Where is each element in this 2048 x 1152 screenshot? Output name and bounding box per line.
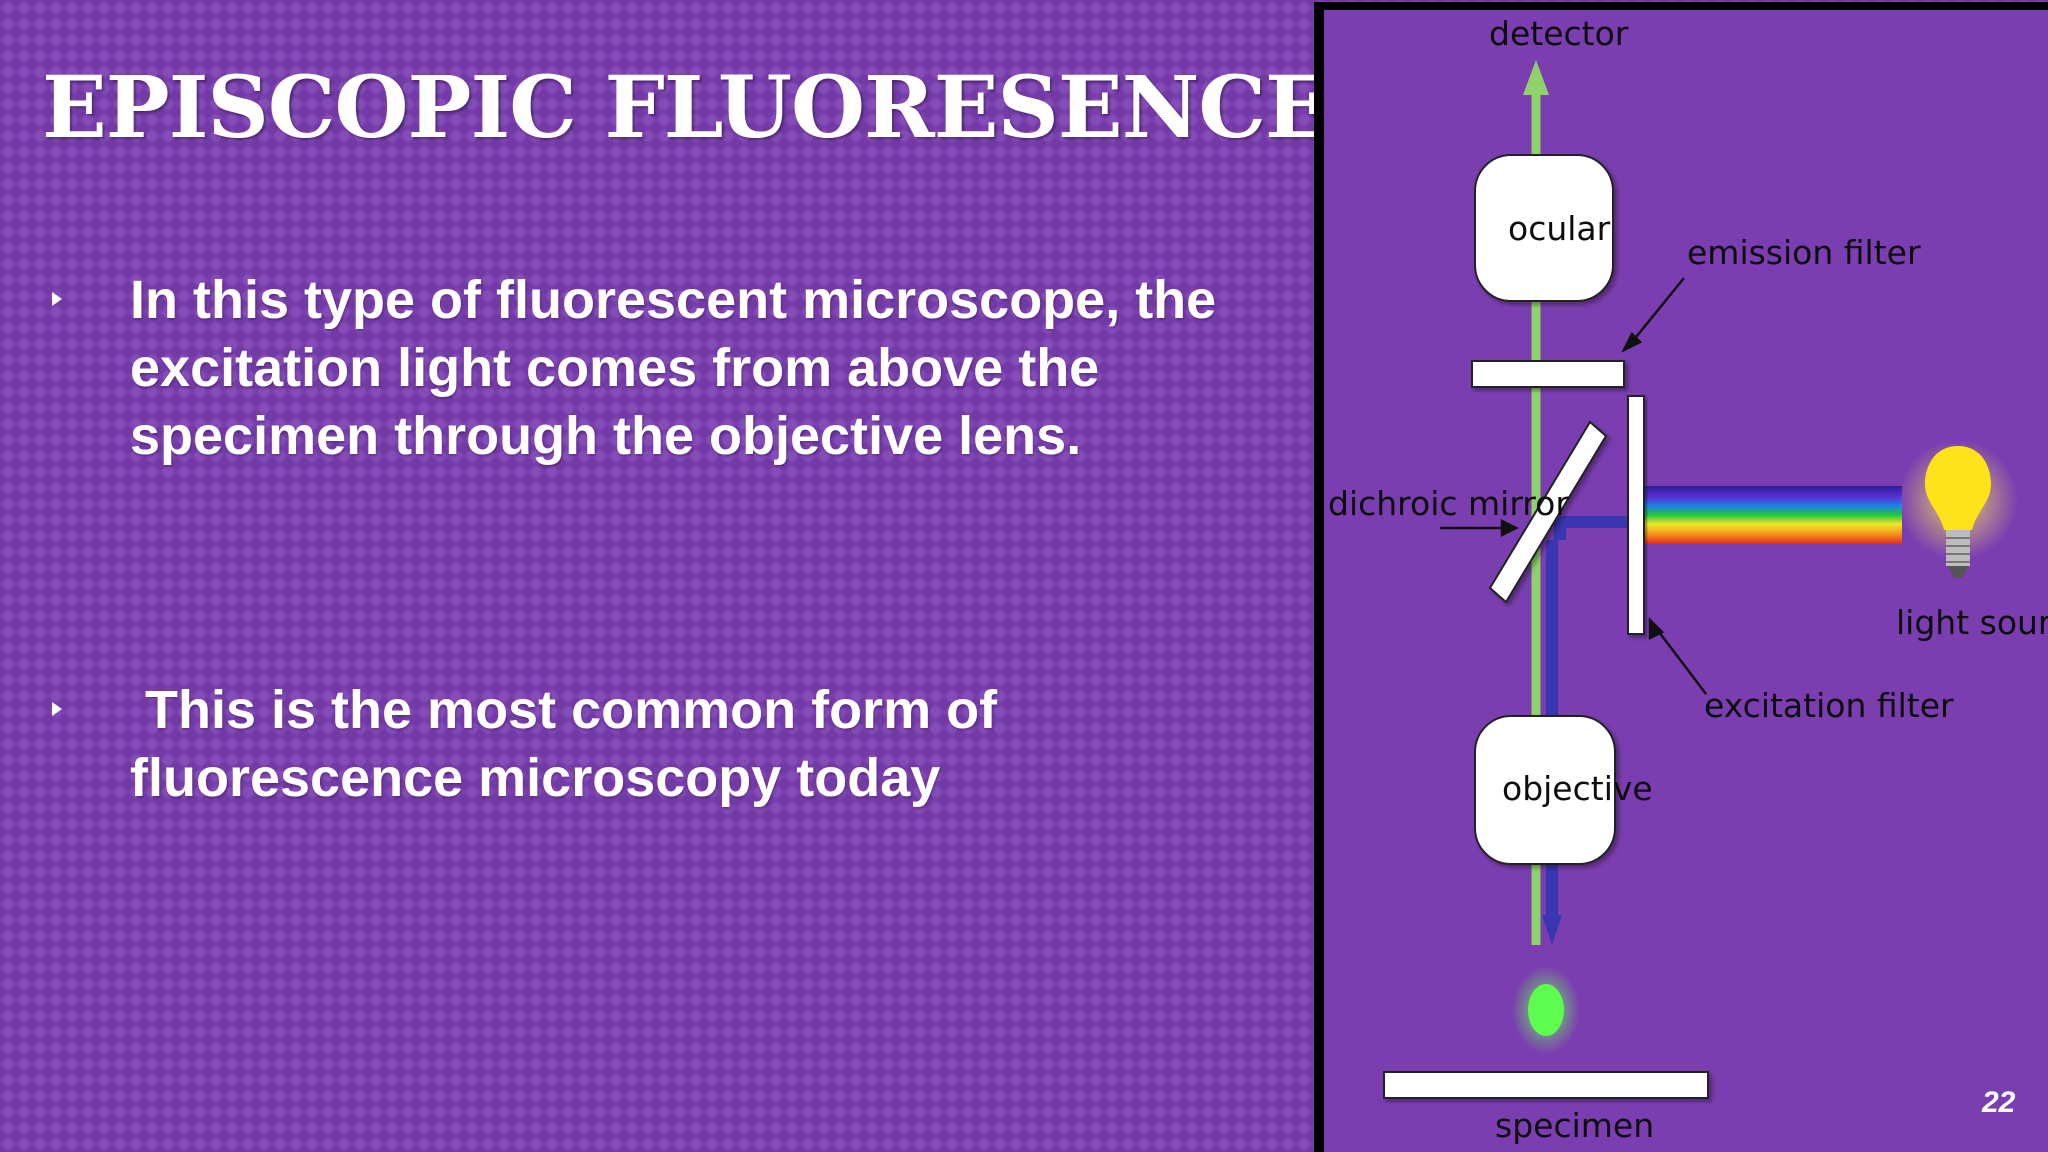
specimen-glow <box>1512 966 1580 1054</box>
light-source-label: light source <box>1896 603 2048 642</box>
bullet-1-line-1: In this type of fluorescent microscope, … <box>130 270 1217 330</box>
bullet-1-line-2: excitation light comes from above the <box>130 338 1100 398</box>
ocular-label: ocular <box>1508 209 1611 248</box>
emission-filter-label: emission filter <box>1687 233 1921 272</box>
bullet-2-line-1: This is the most common form of <box>130 680 998 740</box>
pointer-arrows <box>1440 277 1707 695</box>
specimen-slide <box>1383 1071 1709 1099</box>
ocular-lens-box <box>1474 154 1614 302</box>
excitation-light-beam <box>1640 486 1902 544</box>
dichroic-mirror-label: dichroic mirror <box>1328 484 1569 523</box>
bullet-text-2: This is the most common form of fluoresc… <box>130 676 997 812</box>
bullet-2-line-2: fluorescence microscopy today <box>130 748 941 808</box>
dichroic-mirror <box>1488 420 1608 604</box>
objective-lens-box <box>1474 715 1616 865</box>
excitation-filter-bar <box>1627 395 1645 635</box>
page-number: 22 <box>1982 1086 2016 1119</box>
emission-filter-bar <box>1471 360 1625 388</box>
light-bulb-icon <box>1898 440 2018 578</box>
bullet-1-line-3: specimen through the objective lens. <box>130 406 1082 466</box>
microscope-diagram: detector ocular emission filter dichroic… <box>1314 2 2048 1152</box>
objective-label: objective <box>1502 769 1653 808</box>
bullet-arrow-icon <box>52 292 62 306</box>
slide-title: EPISCOPIC FLUORESENCE <box>42 58 1330 158</box>
bullet-text-1: In this type of fluorescent microscope, … <box>130 266 1216 470</box>
excitation-filter-label: excitation filter <box>1704 686 1954 725</box>
bullet-arrow-icon <box>52 702 62 716</box>
specimen-label: specimen <box>1495 1106 1654 1145</box>
microscope-diagram-svg: detector ocular emission filter dichroic… <box>1328 14 2048 1145</box>
detector-label: detector <box>1489 14 1629 53</box>
